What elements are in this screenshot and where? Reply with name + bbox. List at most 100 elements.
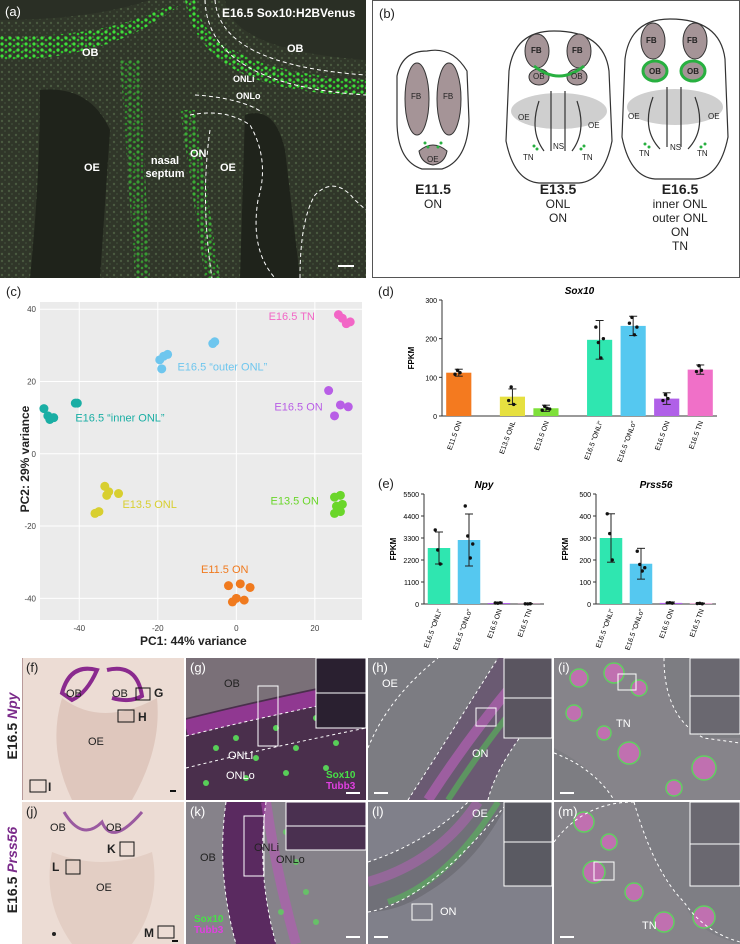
b-line-3-3: ON — [671, 225, 689, 239]
pca-background — [40, 302, 362, 620]
panel-a-micrograph — [0, 0, 366, 278]
panel-i-image: (i) TN — [554, 658, 740, 800]
pca-series-label: E16.5 “outer ONL” — [177, 362, 267, 374]
b1-fb-left: FB — [411, 92, 422, 101]
data-point — [694, 369, 699, 374]
k-onli: ONLi — [254, 842, 280, 854]
pca-point — [335, 507, 345, 517]
pca-point — [227, 597, 237, 607]
panel-e-label: (e) — [378, 476, 394, 491]
pca-point — [345, 317, 355, 327]
panel-h-label: (h) — [372, 660, 388, 675]
data-point — [455, 368, 460, 373]
data-point — [635, 325, 639, 329]
b3-tn-right: TN — [697, 149, 708, 158]
label-nasal-septum: nasal septum — [145, 155, 185, 180]
pca-point — [343, 402, 353, 412]
g-ob: OB — [224, 678, 240, 690]
panel-f-npy-ish: E16.5 Npy (f) OB OB OE G H I — [2, 658, 184, 800]
b1-fb-right: FB — [443, 92, 454, 101]
data-point — [526, 602, 530, 606]
bar — [533, 408, 559, 416]
h-on: ON — [472, 748, 489, 760]
b2-fb-left: FB — [531, 46, 542, 55]
pca-point — [239, 595, 249, 605]
j-box-l: L — [52, 860, 60, 874]
data-point — [438, 562, 442, 566]
b-line-1-1: ON — [424, 197, 442, 211]
pca-point — [223, 581, 233, 591]
pca-point — [49, 413, 59, 423]
data-point — [599, 356, 603, 360]
b2-ns: NS — [553, 142, 565, 151]
b-caption-e11-5: E11.5 ON — [393, 181, 473, 211]
panel-h-image: (h) OE ON — [368, 658, 552, 800]
data-point — [627, 321, 632, 325]
b2-oe-left: OE — [518, 113, 530, 122]
f-box-g: G — [154, 686, 164, 700]
panel-j-image — [2, 802, 184, 944]
data-point — [596, 340, 601, 345]
head-e16-5 — [621, 18, 729, 180]
b3-ns: NS — [670, 143, 682, 152]
k-legend-tubb3: Tubb3 — [194, 925, 224, 936]
pca-point — [94, 507, 104, 517]
bar-category-label: E11.5 ON — [447, 420, 464, 451]
panel-l-label: (l) — [372, 804, 384, 819]
pca-point — [39, 404, 49, 414]
g-onli: ONLi — [228, 750, 254, 762]
bar-ytick-label: 200 — [579, 558, 591, 565]
b1-oe: OE — [427, 155, 439, 164]
bar — [446, 372, 472, 416]
panel-k-image: (k) OB ONLi ONLo Sox10 Tubb3 — [186, 802, 366, 944]
l-on: ON — [440, 906, 457, 918]
data-point — [665, 601, 669, 605]
panel-c-label: (c) — [6, 284, 22, 299]
panel-d-label: (d) — [378, 284, 394, 299]
bar-category-label: E13.5 ONL — [499, 420, 517, 455]
panel-f-label: (f) — [26, 660, 39, 675]
bar-ytick-label: 3300 — [403, 536, 419, 543]
panel-f-side — [2, 658, 22, 800]
bar-chart-ylabel: FPKM — [561, 537, 570, 560]
pca-point — [324, 386, 334, 396]
bar-ytick-label: 400 — [579, 514, 591, 521]
bar — [620, 325, 646, 416]
b-line-3-2: outer ONL — [652, 211, 708, 225]
bar — [599, 538, 623, 604]
b3-fb-left: FB — [646, 36, 657, 45]
label-onlo: ONLo — [236, 91, 261, 101]
g-legend-tubb3: Tubb3 — [326, 781, 356, 792]
bar-ytick-label: 200 — [425, 337, 437, 344]
g-legend-sox10: Sox10 — [326, 770, 356, 781]
data-point — [608, 531, 612, 536]
data-point — [698, 601, 702, 606]
b-stage-1: E11.5 — [415, 181, 451, 197]
b3-fb-right: FB — [687, 36, 698, 45]
bar — [427, 548, 451, 604]
b-line-3-1: inner ONL — [652, 197, 708, 211]
data-point — [594, 325, 598, 329]
panel-m-label: (m) — [558, 804, 578, 819]
label-ob-right: OB — [287, 43, 304, 55]
bar-category-label: E13.5 ON — [534, 420, 551, 451]
data-point — [601, 336, 606, 341]
data-point — [463, 504, 467, 508]
bar-ytick-label: 500 — [579, 492, 591, 499]
pca-ytick-label: 40 — [27, 305, 36, 314]
pca-ytick-label: -20 — [24, 522, 36, 531]
panel-j-prss56-ish: E16.5 Prss56 (j) OB OB OE K L M — [2, 802, 184, 944]
bar-ytick-label: 0 — [587, 602, 591, 609]
bar-ytick-label: 100 — [579, 580, 591, 587]
pca-xtick-label: -40 — [73, 624, 85, 633]
bar-category-label: E16.5 ON — [487, 608, 504, 639]
bar-ytick-label: 300 — [579, 536, 591, 543]
bar — [457, 540, 481, 604]
b-stage-3: E16.5 — [661, 181, 699, 197]
b2-tn-left: TN — [523, 153, 534, 162]
panel-f-side-text: E16.5 Npy — [4, 661, 20, 791]
bar-ytick-label: 5500 — [403, 492, 419, 499]
pca-point — [330, 411, 340, 421]
